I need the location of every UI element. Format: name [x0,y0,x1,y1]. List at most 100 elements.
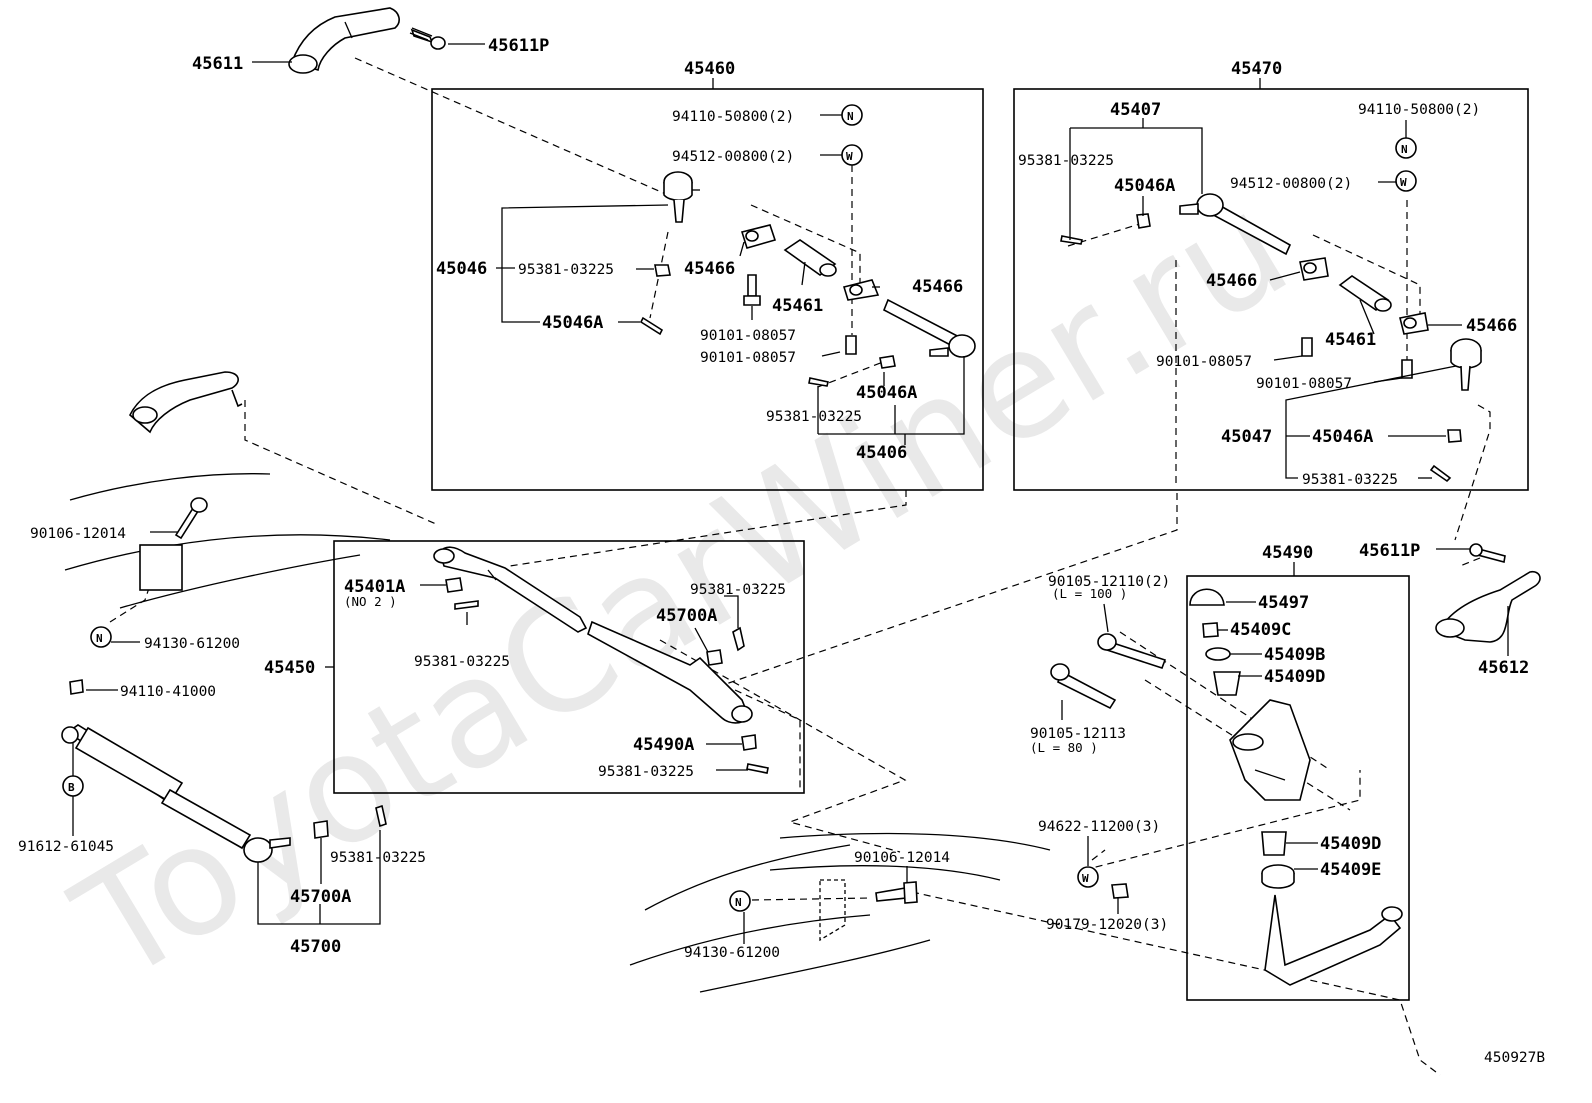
nut-n-a: N [841,104,863,126]
callout-45046: 45046 [436,259,487,279]
svg-text:N: N [735,896,742,909]
svg-text:N: N [847,110,854,123]
nut-45490a [741,734,757,751]
nut-n-d: N [729,890,751,912]
callout-90105-12113-note: (L = 80 ) [1030,740,1098,755]
nut-45700a-b [313,820,329,839]
callout-45406: 45406 [856,443,907,463]
callout-45046a-b: 45046A [856,383,917,403]
callout-45700a-b: 45700A [290,887,351,907]
nut-45700a-a [706,649,723,666]
callout-45409b: 45409B [1264,645,1325,665]
bracket-b: B [62,775,84,797]
bolt-90101-a [743,274,761,306]
group-box-45470 [1013,88,1529,491]
callout-90179: 90179-12020(3) [1046,917,1168,933]
bolt-90105-12110 [1097,633,1167,669]
callout-95381-h: 95381-03225 [330,850,426,866]
bolt-45611p-right [1469,543,1506,563]
callout-90105-12113: 90105-12113 [1030,726,1126,742]
arm-sketch-left [129,371,243,434]
callout-45461-a: 45461 [772,296,823,316]
callout-45611p-top: 45611P [488,36,549,56]
bracket-45490 [1229,699,1311,801]
callout-90101-a: 90101-08057 [700,328,796,344]
callout-45700: 45700 [290,937,341,957]
cotter-pin-95381-f [732,626,745,652]
callout-45046a-a: 45046A [542,313,603,333]
callout-45401a-note: (NO 2 ) [344,594,397,609]
callout-45611: 45611 [192,54,243,74]
svg-text:W: W [846,150,853,163]
callout-45470: 45470 [1231,59,1282,79]
nut-45046a-d [1447,429,1462,443]
callout-45407: 45407 [1110,100,1161,120]
cotter-pin-95381-c [1060,235,1083,245]
callout-45409c: 45409C [1230,620,1291,640]
group-box-45490 [1186,575,1410,1001]
bolt-90106-a [174,497,208,540]
callout-95381-c: 95381-03225 [1018,153,1114,169]
callout-94622: 94622-11200(3) [1038,819,1160,835]
callout-45460: 45460 [684,59,735,79]
washer-w-a: W [841,144,863,166]
leader-lines [72,43,1509,944]
callout-45046a-d: 45046A [1312,427,1373,447]
callout-90106-a: 90106-12014 [30,526,126,542]
svg-text:W: W [1400,176,1407,189]
nut-n-c: N [90,626,112,648]
washer-w-b: W [1395,170,1417,192]
washer-45409b [1205,647,1231,661]
cotter-pin-95381-g [746,763,769,774]
callout-95381-g: 95381-03225 [598,764,694,780]
clamp-45466-b [842,279,880,301]
callout-90101-d: 90101-08057 [1256,376,1352,392]
callout-45466-b: 45466 [912,277,963,297]
callout-95381-e: 95381-03225 [414,654,510,670]
svg-text:N: N [1401,143,1408,156]
callout-94110-41000: 94110-41000 [120,684,216,700]
callout-45466-a: 45466 [684,259,735,279]
bolt-90105-12113 [1050,663,1117,710]
bushing-45409d-a [1213,671,1241,696]
callout-45490a: 45490A [633,735,694,755]
nut-94110-41000 [69,679,84,695]
clamp-45466-a [740,224,777,249]
cotter-pin-95381-e [454,600,479,610]
callout-45700a-a: 45700A [656,606,717,626]
callout-94130-a: 94130-61200 [144,636,240,652]
bolt-90106-b [875,881,918,904]
cotter-pin-95381-h [375,804,387,828]
box-title-leaders [325,78,1295,668]
callout-94110-50800-b: 94110-50800(2) [1358,102,1480,118]
nut-90179 [1111,883,1129,899]
nut-45046a-a [654,264,671,277]
bolt-90101-c [1301,337,1313,357]
bolt-90101-d [1401,359,1413,379]
tie-rod-end-45047 [1450,338,1482,391]
bushing-45409d-b [1261,831,1287,856]
tie-rod-end-45407 [1179,193,1292,256]
pitman-arm-45611 [288,7,400,74]
callout-45466-c: 45466 [1206,271,1257,291]
svg-text:B: B [68,781,75,794]
cotter-pin-95381-a [639,316,664,336]
callout-45409d-a: 45409D [1264,667,1325,687]
callout-90106-b: 90106-12014 [854,850,950,866]
svg-text:N: N [96,632,103,645]
svg-text:W: W [1082,872,1089,885]
callout-94110-50800-a: 94110-50800(2) [672,109,794,125]
dashed-assembly-lines [109,57,1491,1076]
sleeve-45461-a [783,239,837,277]
callout-labels: 45611 45611P 45460 45470 94110-50800(2) … [18,36,1545,1066]
callout-94130-b: 94130-61200 [684,945,780,961]
bolt-90101-b [845,335,857,355]
pitman-arm-45612 [1435,570,1541,643]
callout-94512-00800-b: 94512-00800(2) [1230,176,1352,192]
steering-damper-45700 [61,724,291,863]
sleeve-45461-b [1338,275,1392,312]
callout-90105-12110: 90105-12110(2) [1048,574,1170,590]
washer-w-c: W [1077,866,1099,888]
cotter-pin-95381-d [1429,464,1452,483]
